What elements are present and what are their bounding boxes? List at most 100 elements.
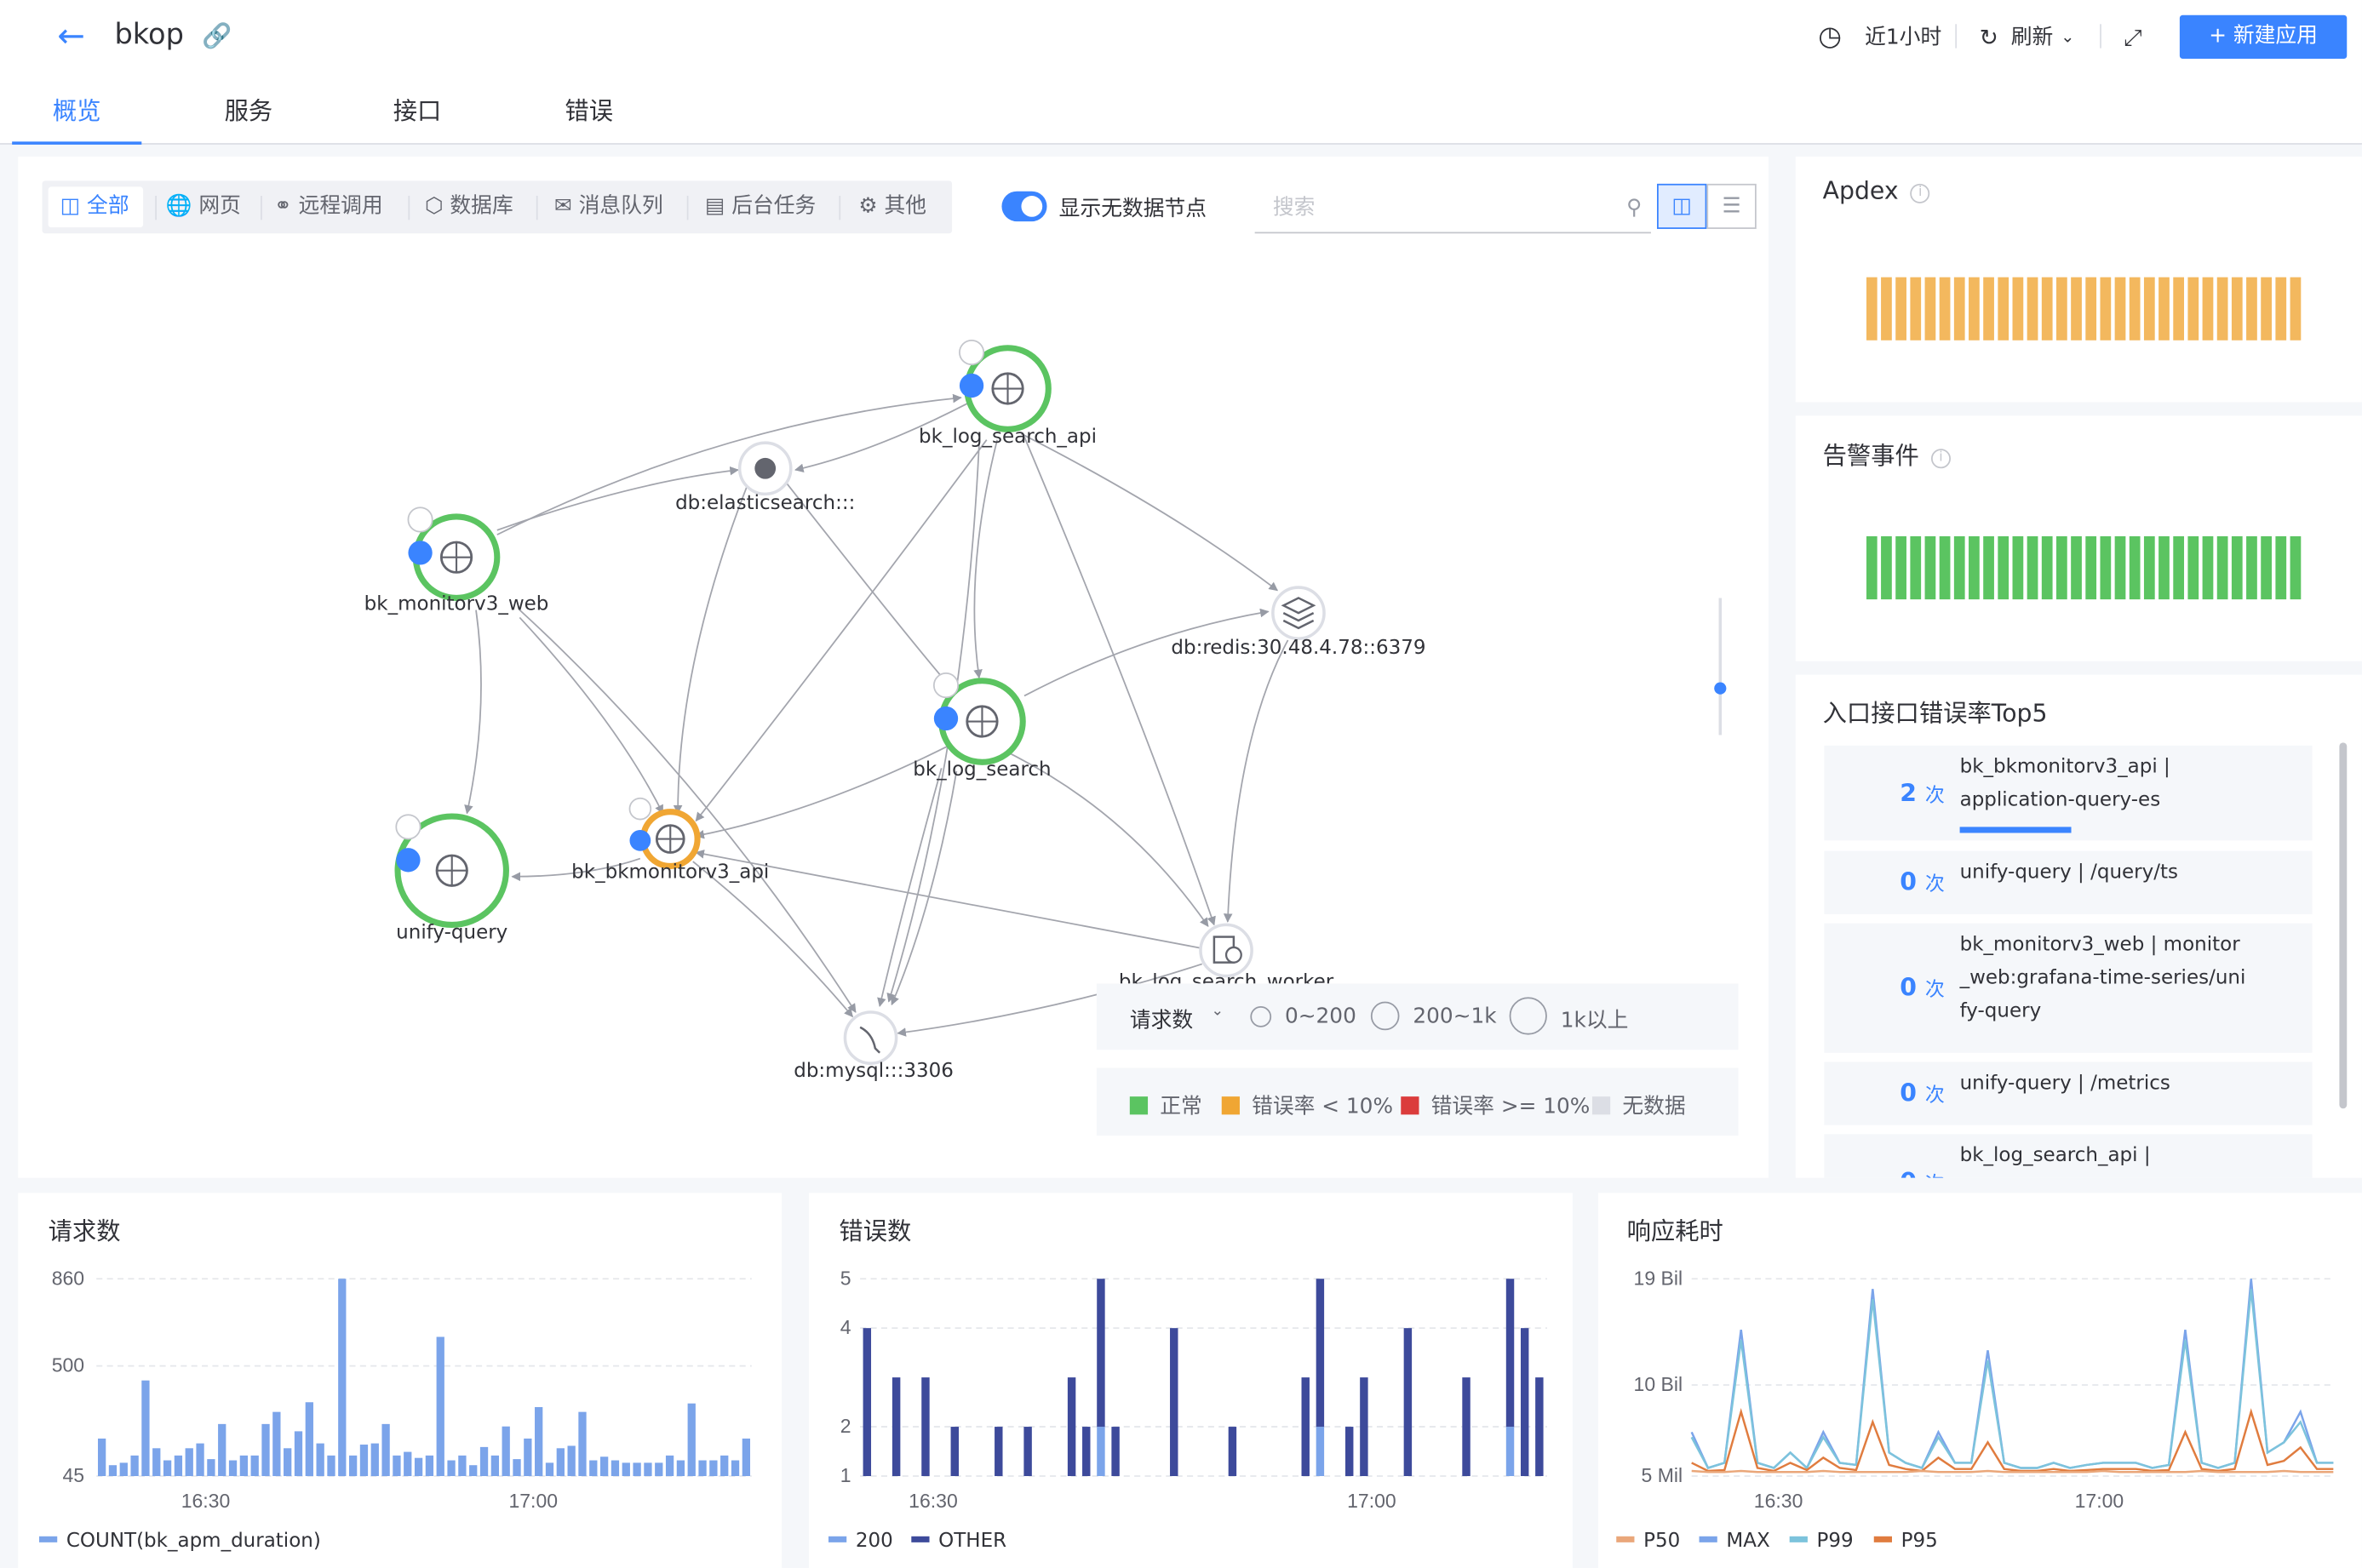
- bar: [404, 1451, 412, 1477]
- status-bar: [2100, 535, 2112, 600]
- zoom-slider-handle[interactable]: [1714, 682, 1727, 695]
- bar-other: [1082, 1427, 1091, 1477]
- status-bar: [1969, 535, 1980, 600]
- status-bar: [1998, 535, 2009, 600]
- new-app-button[interactable]: + 新建应用: [2179, 14, 2348, 60]
- arrow-left-icon[interactable]: ←: [57, 18, 85, 56]
- filter-other[interactable]: ⚙ 其他: [858, 194, 927, 219]
- top5-item[interactable]: 2 次 bk_bkmonitorv3_api | application-que…: [1824, 745, 2313, 841]
- filter-all[interactable]: ◫ 全部: [48, 186, 144, 228]
- top5-item[interactable]: 0 次 bk_monitorv3_web | monitor_web:grafa…: [1824, 923, 2313, 1053]
- status-bar: [2041, 277, 2053, 340]
- bar: [490, 1455, 500, 1477]
- chart-legend-item[interactable]: COUNT(bk_apm_duration): [38, 1531, 321, 1553]
- chevron-down-icon[interactable]: ⌄: [2061, 26, 2075, 47]
- search-icon[interactable]: ⚲: [1626, 196, 1643, 220]
- status-bar: [2143, 277, 2155, 340]
- status-bar: [2231, 535, 2243, 600]
- tab-overview[interactable]: 概览: [12, 82, 142, 145]
- status-bar: [2114, 277, 2126, 340]
- filter-background-task[interactable]: ▤ 后台任务: [704, 194, 817, 219]
- top5-item[interactable]: 0 次 unify-query | /metrics: [1824, 1062, 2313, 1125]
- tab-errors[interactable]: 错误: [565, 96, 614, 125]
- node-redis[interactable]: [1271, 586, 1326, 640]
- chevron-down-icon[interactable]: ⌄: [1211, 1003, 1224, 1020]
- y-tick-label: 500: [52, 1354, 84, 1376]
- status-bar: [1998, 277, 2009, 340]
- top5-item[interactable]: 0 次 unify-query | /query/ts: [1824, 850, 2313, 915]
- topology-graph[interactable]: [0, 0, 1769, 1178]
- node-elasticsearch[interactable]: [737, 441, 793, 496]
- chart-legend-item[interactable]: MAX: [1699, 1531, 1770, 1553]
- divider: [1955, 24, 1958, 49]
- node-bk-monitorv3-web[interactable]: [407, 506, 501, 601]
- status-bar: [2202, 535, 2214, 600]
- chart-legend-item[interactable]: P95: [1873, 1531, 1938, 1553]
- status-bar: [2261, 535, 2272, 600]
- show-no-data-toggle[interactable]: [1001, 191, 1047, 222]
- info-icon[interactable]: i: [1931, 449, 1952, 469]
- bar: [370, 1443, 379, 1477]
- bar-other: [1301, 1377, 1310, 1477]
- bar: [655, 1462, 663, 1477]
- node-label: bk_log_search: [913, 758, 1052, 782]
- bar: [742, 1438, 751, 1477]
- chart-legend-item[interactable]: 200: [828, 1531, 893, 1553]
- bar: [687, 1403, 696, 1477]
- fullscreen-icon[interactable]: ⤢: [2124, 24, 2142, 52]
- bar: [589, 1460, 598, 1477]
- bar-other: [1170, 1328, 1178, 1477]
- time-range-select[interactable]: 近1小时: [1865, 26, 1942, 50]
- filter-web[interactable]: 🌐 网页: [165, 194, 241, 219]
- status-bar: [1924, 535, 1936, 600]
- refresh-button[interactable]: 刷新: [2010, 26, 2054, 50]
- status-legend: 正常 错误率 < 10% 错误率 >= 10% 无数据: [1096, 1067, 1739, 1136]
- size-legend-item: 0~200: [1285, 1004, 1356, 1029]
- bar: [599, 1456, 609, 1477]
- chart-title: 错误数: [839, 1216, 912, 1246]
- chart-legend-item[interactable]: P50: [1616, 1531, 1680, 1553]
- status-legend-item: 错误率 >= 10%: [1401, 1090, 1590, 1120]
- node-bk-log-search[interactable]: [932, 672, 1026, 765]
- tab-endpoints[interactable]: 接口: [393, 96, 442, 125]
- bar-other: [1111, 1427, 1120, 1477]
- rpc-icon: ⚭: [273, 194, 299, 219]
- chart-legend-item[interactable]: OTHER: [911, 1531, 1006, 1553]
- graph-view-button[interactable]: ◫: [1657, 183, 1707, 229]
- bar: [436, 1336, 444, 1477]
- filter-message-queue[interactable]: ✉ 消息队列: [554, 194, 663, 219]
- status-bar: [2041, 535, 2053, 600]
- node-unify-query[interactable]: [394, 813, 509, 928]
- chart-legend-item[interactable]: P99: [1789, 1531, 1854, 1553]
- node-mysql[interactable]: [843, 1010, 898, 1065]
- filter-rpc[interactable]: ⚭ 远程调用: [273, 194, 383, 219]
- list-view-button[interactable]: ☰: [1706, 183, 1757, 229]
- x-tick-label: 17:00: [508, 1490, 558, 1512]
- node-label: db:elasticsearch:::: [675, 492, 856, 516]
- link-icon[interactable]: 🔗: [202, 20, 232, 50]
- bar: [545, 1462, 554, 1477]
- scrollbar[interactable]: [2339, 742, 2348, 1109]
- bar: [305, 1402, 313, 1477]
- node-bk-bkmonitorv3-api[interactable]: [628, 797, 701, 869]
- divider: [536, 196, 538, 220]
- filter-database[interactable]: ⬡ 数据库: [424, 194, 513, 219]
- status-bar: [1953, 535, 1965, 600]
- size-legend-title[interactable]: 请求数: [1129, 1009, 1194, 1033]
- node-search-input[interactable]: 搜索⚲: [1254, 184, 1651, 234]
- node-bk-log-search-api[interactable]: [959, 339, 1052, 432]
- bar-other: [1520, 1328, 1529, 1477]
- node-bk-log-search-worker[interactable]: [1199, 923, 1253, 978]
- info-icon[interactable]: i: [1910, 183, 1930, 203]
- tab-services[interactable]: 服务: [224, 96, 273, 125]
- status-bar: [1983, 277, 1994, 340]
- node-label: bk_bkmonitorv3_api: [571, 861, 770, 884]
- top5-item[interactable]: 0 次 bk_log_search_api |: [1824, 1134, 2313, 1178]
- status-bar: [2216, 535, 2228, 600]
